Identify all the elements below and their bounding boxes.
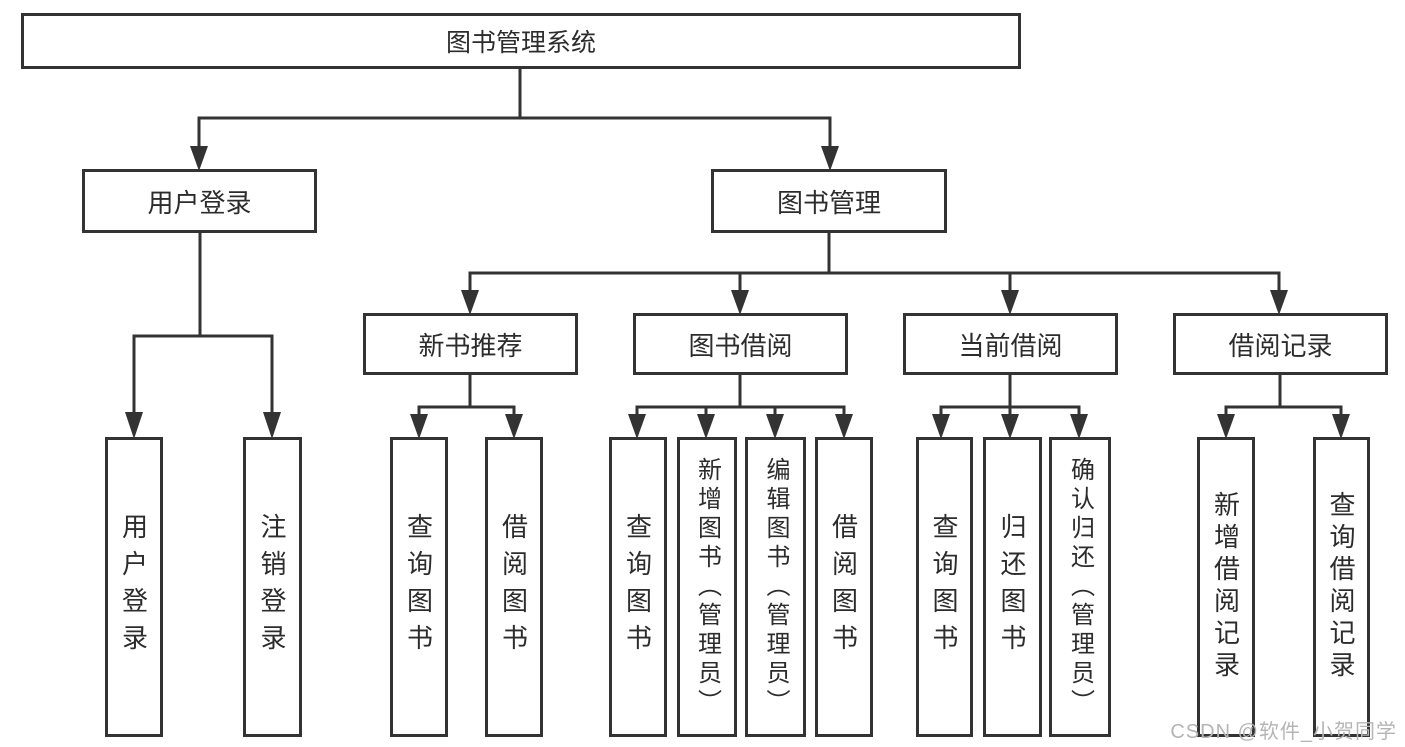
node-root: 图书管理系统 xyxy=(21,13,1021,69)
leaf-bb-query-books: 查询图书 xyxy=(609,437,667,737)
csdn-watermark: CSDN @软件_小贺同学 xyxy=(1170,721,1397,743)
leaf-user-login-label: 用户登录 xyxy=(118,513,149,661)
leaf-br-add-record: 新增借阅记录 xyxy=(1197,437,1255,737)
node-current-borrowing-label: 当前借阅 xyxy=(958,330,1063,361)
leaf-bb-add-books-label: 新增图书（管理员） xyxy=(693,456,721,718)
leaf-bb-edit-books-label: 编辑图书（管理员） xyxy=(762,456,789,718)
leaf-cb-query-books-label: 查询图书 xyxy=(929,513,959,661)
leaf-logout: 注销登录 xyxy=(243,437,302,737)
leaf-logout-label: 注销登录 xyxy=(257,513,287,661)
node-user-login-label: 用户登录 xyxy=(147,187,252,218)
leaf-br-add-record-label: 新增借阅记录 xyxy=(1210,491,1241,683)
node-new-book-recommend: 新书推荐 xyxy=(363,313,578,375)
node-borrowing-records-label: 借阅记录 xyxy=(1228,330,1333,361)
node-root-label: 图书管理系统 xyxy=(445,29,596,57)
leaf-br-query-record: 查询借阅记录 xyxy=(1313,437,1370,737)
node-new-book-recommend-label: 新书推荐 xyxy=(418,330,523,361)
node-current-borrowing: 当前借阅 xyxy=(903,313,1118,375)
leaf-nb-query-books: 查询图书 xyxy=(390,437,448,737)
leaf-cb-confirm-return: 确认归还（管理员） xyxy=(1049,437,1111,737)
node-book-borrowing-label: 图书借阅 xyxy=(688,330,793,361)
leaf-cb-return-books-label: 归还图书 xyxy=(997,513,1027,661)
leaf-cb-confirm-return-label: 确认归还（管理员） xyxy=(1066,456,1094,718)
leaf-cb-return-books: 归还图书 xyxy=(983,437,1042,737)
leaf-bb-add-books: 新增图书（管理员） xyxy=(677,437,737,737)
leaf-br-query-record-label: 查询借阅记录 xyxy=(1326,491,1356,683)
leaf-bb-query-books-label: 查询图书 xyxy=(622,513,653,661)
leaf-nb-query-books-label: 查询图书 xyxy=(403,513,434,661)
leaf-bb-borrow-books: 借阅图书 xyxy=(815,437,873,737)
node-borrowing-records: 借阅记录 xyxy=(1173,313,1388,375)
node-book-borrowing: 图书借阅 xyxy=(633,313,848,375)
leaf-user-login: 用户登录 xyxy=(105,437,163,737)
leaf-bb-borrow-books-label: 借阅图书 xyxy=(828,513,859,661)
node-book-management: 图书管理 xyxy=(711,169,947,233)
node-user-login: 用户登录 xyxy=(82,169,317,233)
leaf-nb-borrow-books-label: 借阅图书 xyxy=(498,513,529,661)
leaf-cb-query-books: 查询图书 xyxy=(916,437,973,737)
node-book-management-label: 图书管理 xyxy=(776,187,881,218)
leaf-nb-borrow-books: 借阅图书 xyxy=(485,437,543,737)
leaf-bb-edit-books: 编辑图书（管理员） xyxy=(745,437,806,737)
